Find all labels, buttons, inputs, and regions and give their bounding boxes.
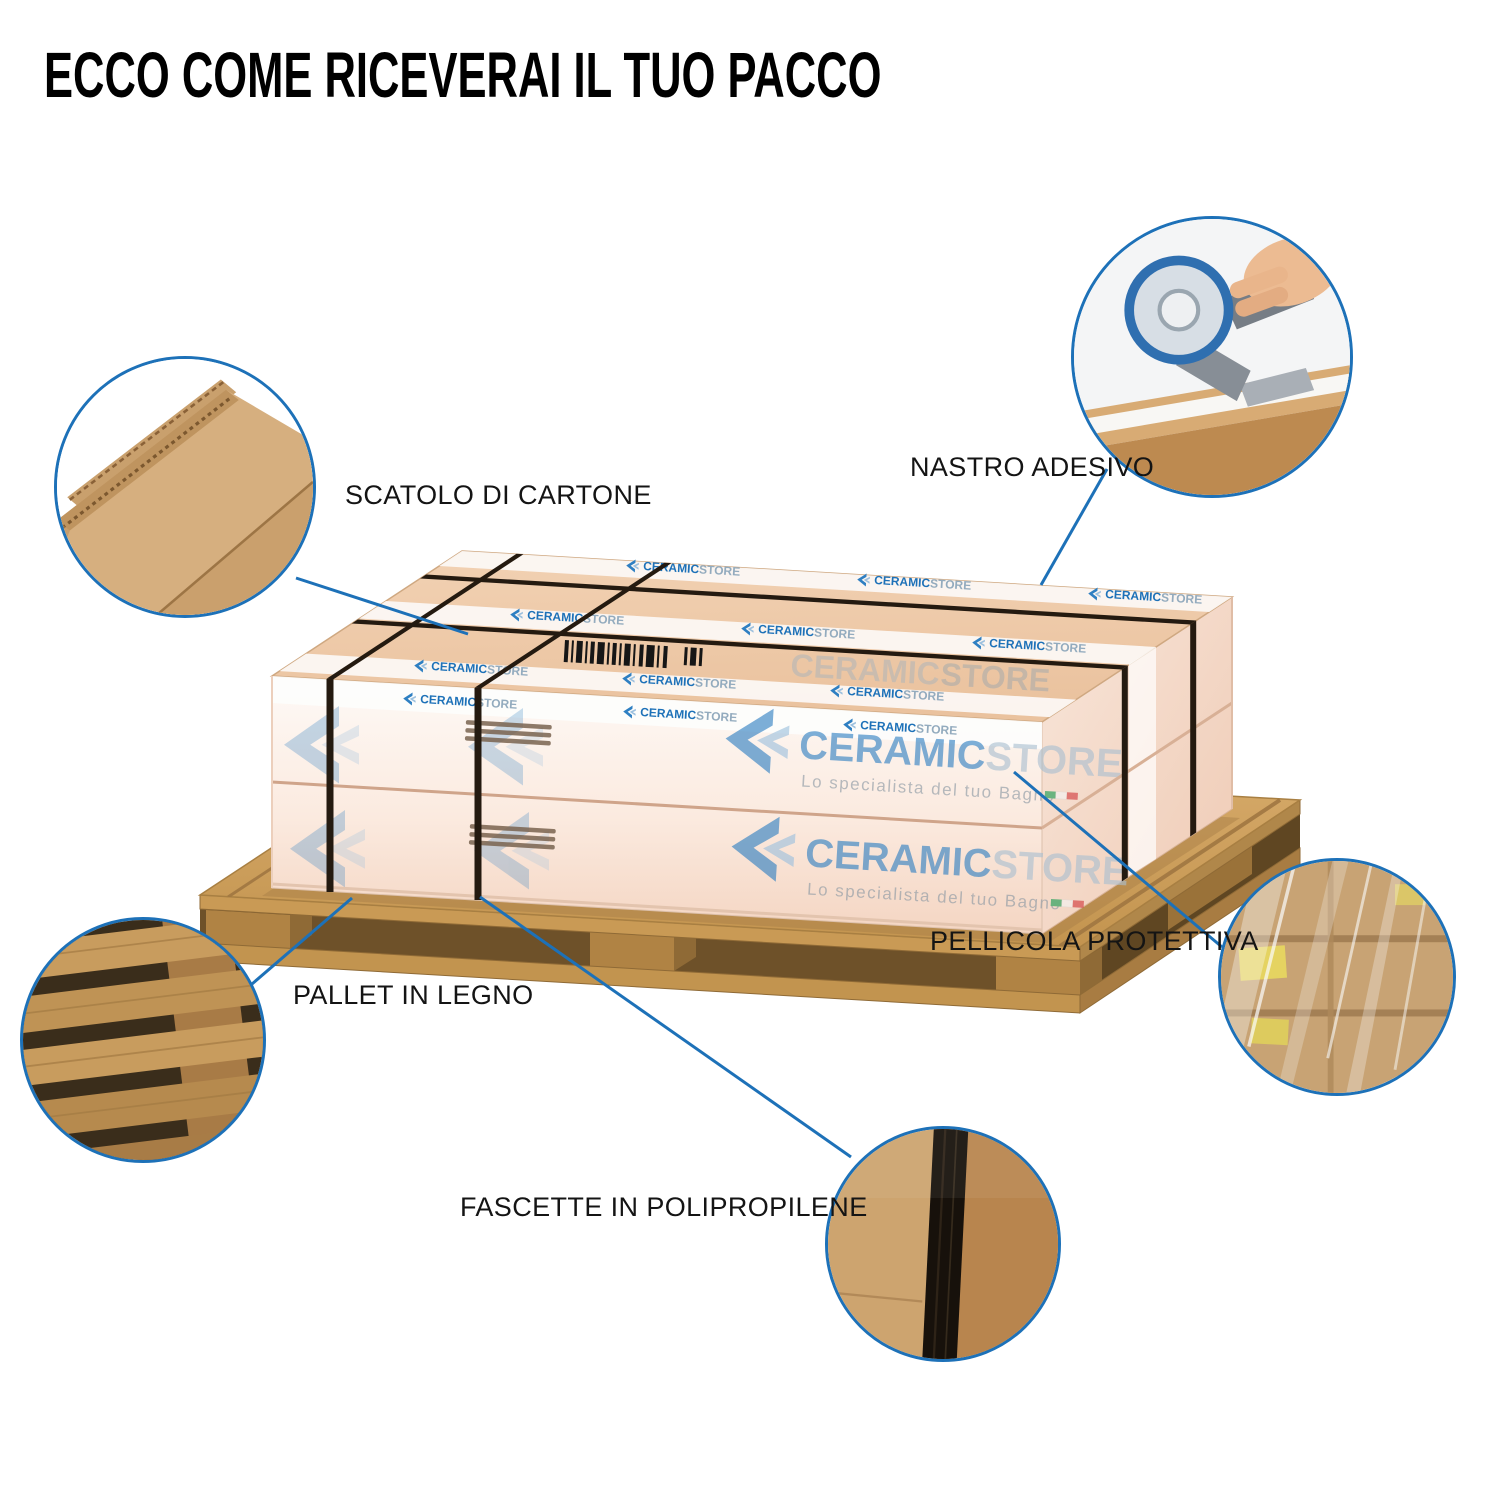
svg-text:CERAMICSTORE: CERAMICSTORE (527, 608, 625, 628)
page-title: ECCO COME RICEVERAI IL TUO PACCO (44, 39, 882, 111)
label-straps: FASCETTE IN POLIPROPILENE (460, 1192, 868, 1222)
film-photo (1221, 861, 1453, 1093)
box-handle-slots (468, 824, 556, 850)
label-film: PELLICOLA PROTETTIVA (930, 926, 1259, 956)
strap-lengthwise-1 (351, 619, 1128, 670)
tape-brand-mark: CERAMICSTORE (842, 718, 958, 738)
tape-brand-mark: CERAMICSTORE (740, 622, 856, 642)
callout-film-photo (1218, 858, 1456, 1096)
shipping-label-barcode (563, 640, 703, 669)
polypropylene-straps (326, 553, 1197, 900)
tape-brand-mark: CERAMICSTORE (402, 692, 518, 712)
callout-tape-photo (1071, 216, 1353, 498)
tape-brand-marks: CERAMICSTORE CERAMICSTORE CERAMICSTORE C… (402, 559, 1203, 738)
tape-brand-mark: CERAMICSTORE (829, 684, 945, 704)
svg-text:CERAMICSTORE: CERAMICSTORE (420, 692, 518, 712)
label-tape: NASTRO ADESIVO (910, 452, 1155, 482)
box-stack-seam (271, 780, 1043, 830)
leader-line-straps (479, 895, 852, 1159)
callout-strap-photo (825, 1126, 1061, 1362)
black-strap (922, 1129, 969, 1359)
leader-line-tape (1039, 468, 1109, 586)
svg-text:CERAMICSTORE: CERAMICSTORE (860, 718, 958, 738)
callout-pallet-photo (20, 917, 266, 1163)
label-pallet: PALLET IN LEGNO (293, 980, 534, 1010)
strap-lengthwise-2 (420, 574, 1197, 625)
box-handle-slots (464, 720, 552, 746)
svg-text:CERAMICSTORE: CERAMICSTORE (847, 684, 945, 704)
italy-flag-icon (1050, 898, 1084, 908)
leader-line-pallet (251, 896, 353, 986)
tape-brand-mark: CERAMICSTORE (621, 672, 737, 692)
tape-brand-mark: CERAMICSTORE (509, 608, 625, 628)
tape-brand-mark: CERAMICSTORE (622, 705, 738, 725)
svg-text:CERAMICSTORE: CERAMICSTORE (874, 573, 972, 593)
leader-lines (251, 468, 1223, 1159)
italy-flag-icon (1044, 790, 1078, 800)
label-cardboard: SCATOLO DI CARTONE (345, 480, 652, 510)
tape-brand-mark: CERAMICSTORE (856, 573, 972, 593)
tape-photo (1074, 219, 1350, 495)
svg-text:CERAMICSTORE: CERAMICSTORE (758, 622, 856, 642)
strap-vertical-1 (326, 679, 334, 892)
label-sticker (1238, 945, 1288, 981)
strap-vertical-2 (474, 688, 482, 900)
svg-text:CERAMICSTORE: CERAMICSTORE (640, 705, 738, 725)
box-stack-seam-end (1041, 701, 1233, 830)
cardboard-photo (57, 359, 313, 615)
tape-brand-mark: CERAMICSTORE (1087, 587, 1203, 607)
leader-line-cardboard (295, 576, 469, 636)
callout-cardboard-photo (54, 356, 316, 618)
package-boxes: CERAMICSTORE CERAMICSTORE CERAMICSTORE C… (269, 550, 1235, 935)
svg-text:CERAMICSTORE: CERAMICSTORE (1105, 587, 1203, 607)
tape-brand-mark: CERAMICSTORE (971, 636, 1087, 656)
pallet-photo (23, 920, 263, 1160)
svg-text:CERAMICSTORE: CERAMICSTORE (639, 672, 737, 692)
leader-line-film (1013, 770, 1223, 949)
strap-photo (828, 1129, 1058, 1359)
svg-text:CERAMICSTORE: CERAMICSTORE (989, 636, 1087, 656)
